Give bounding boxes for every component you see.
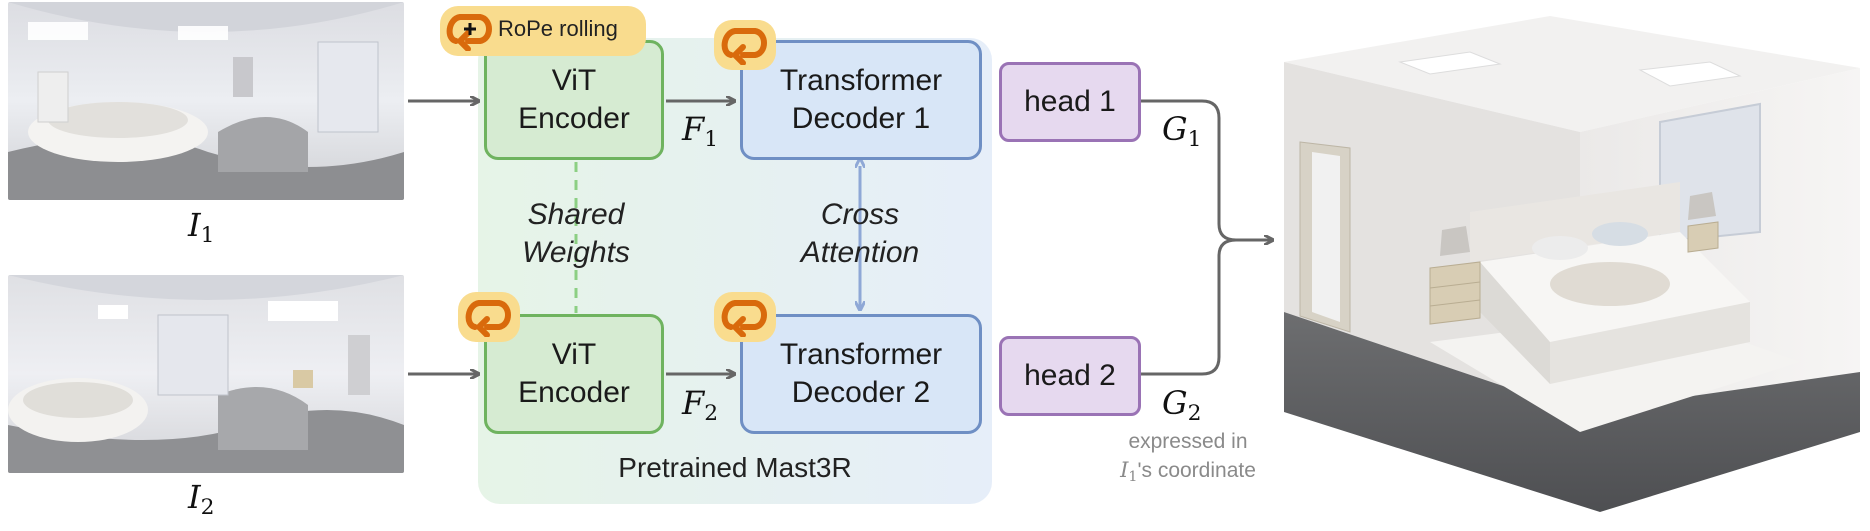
vit-encoder-2-line1: ViT [551,338,597,371]
output-label-2: G2 [1162,384,1202,427]
rope-roll-badge-decoder-1 [714,20,776,70]
transformer-decoder-2-line1: Transformer [779,338,943,371]
roll-icon [721,300,767,337]
roll-icon [721,28,767,65]
vit-encoder-1-line1: ViT [551,64,597,97]
input-label-1: I1 [188,206,215,249]
rope-rolling-badge: RoPe rolling [440,6,646,56]
vit-encoder-2-line2: Encoder [518,376,630,409]
rope-roll-icon [446,14,492,51]
vit-encoder-1: ViT Encoder [484,40,664,160]
input-label-2: I2 [188,478,215,521]
input-panorama-2 [8,275,404,473]
input-panorama-1 [8,2,404,200]
feature-label-1: F1 [682,110,719,153]
coordinate-note: expressed in I1's coordinate [1120,430,1256,485]
transformer-decoder-2: Transformer Decoder 2 [740,314,982,434]
transformer-decoder-1: Transformer Decoder 1 [740,40,982,160]
rope-rolling-label: RoPe rolling [498,16,618,41]
transformer-decoder-1-line1: Transformer [779,64,943,97]
head-2: head 2 [999,336,1141,416]
transformer-decoder-2-line2: Decoder 2 [791,376,931,409]
feature-label-2: F2 [682,384,719,427]
reconstruction-3d-image [1280,12,1864,524]
rope-roll-badge-decoder-2 [714,292,776,342]
head-1-label: head 1 [1024,85,1116,118]
head-2-label: head 2 [1024,359,1116,392]
rope-roll-badge-encoder-2 [458,292,520,342]
output-label-1: G1 [1162,110,1202,153]
merge-arrow [1141,99,1272,376]
vit-encoder-1-line2: Encoder [518,102,630,135]
transformer-decoder-1-line2: Decoder 1 [791,102,931,135]
head-1: head 1 [999,62,1141,142]
roll-icon [465,300,511,337]
pretrained-mast3r-label: Pretrained Mast3R [618,452,852,483]
